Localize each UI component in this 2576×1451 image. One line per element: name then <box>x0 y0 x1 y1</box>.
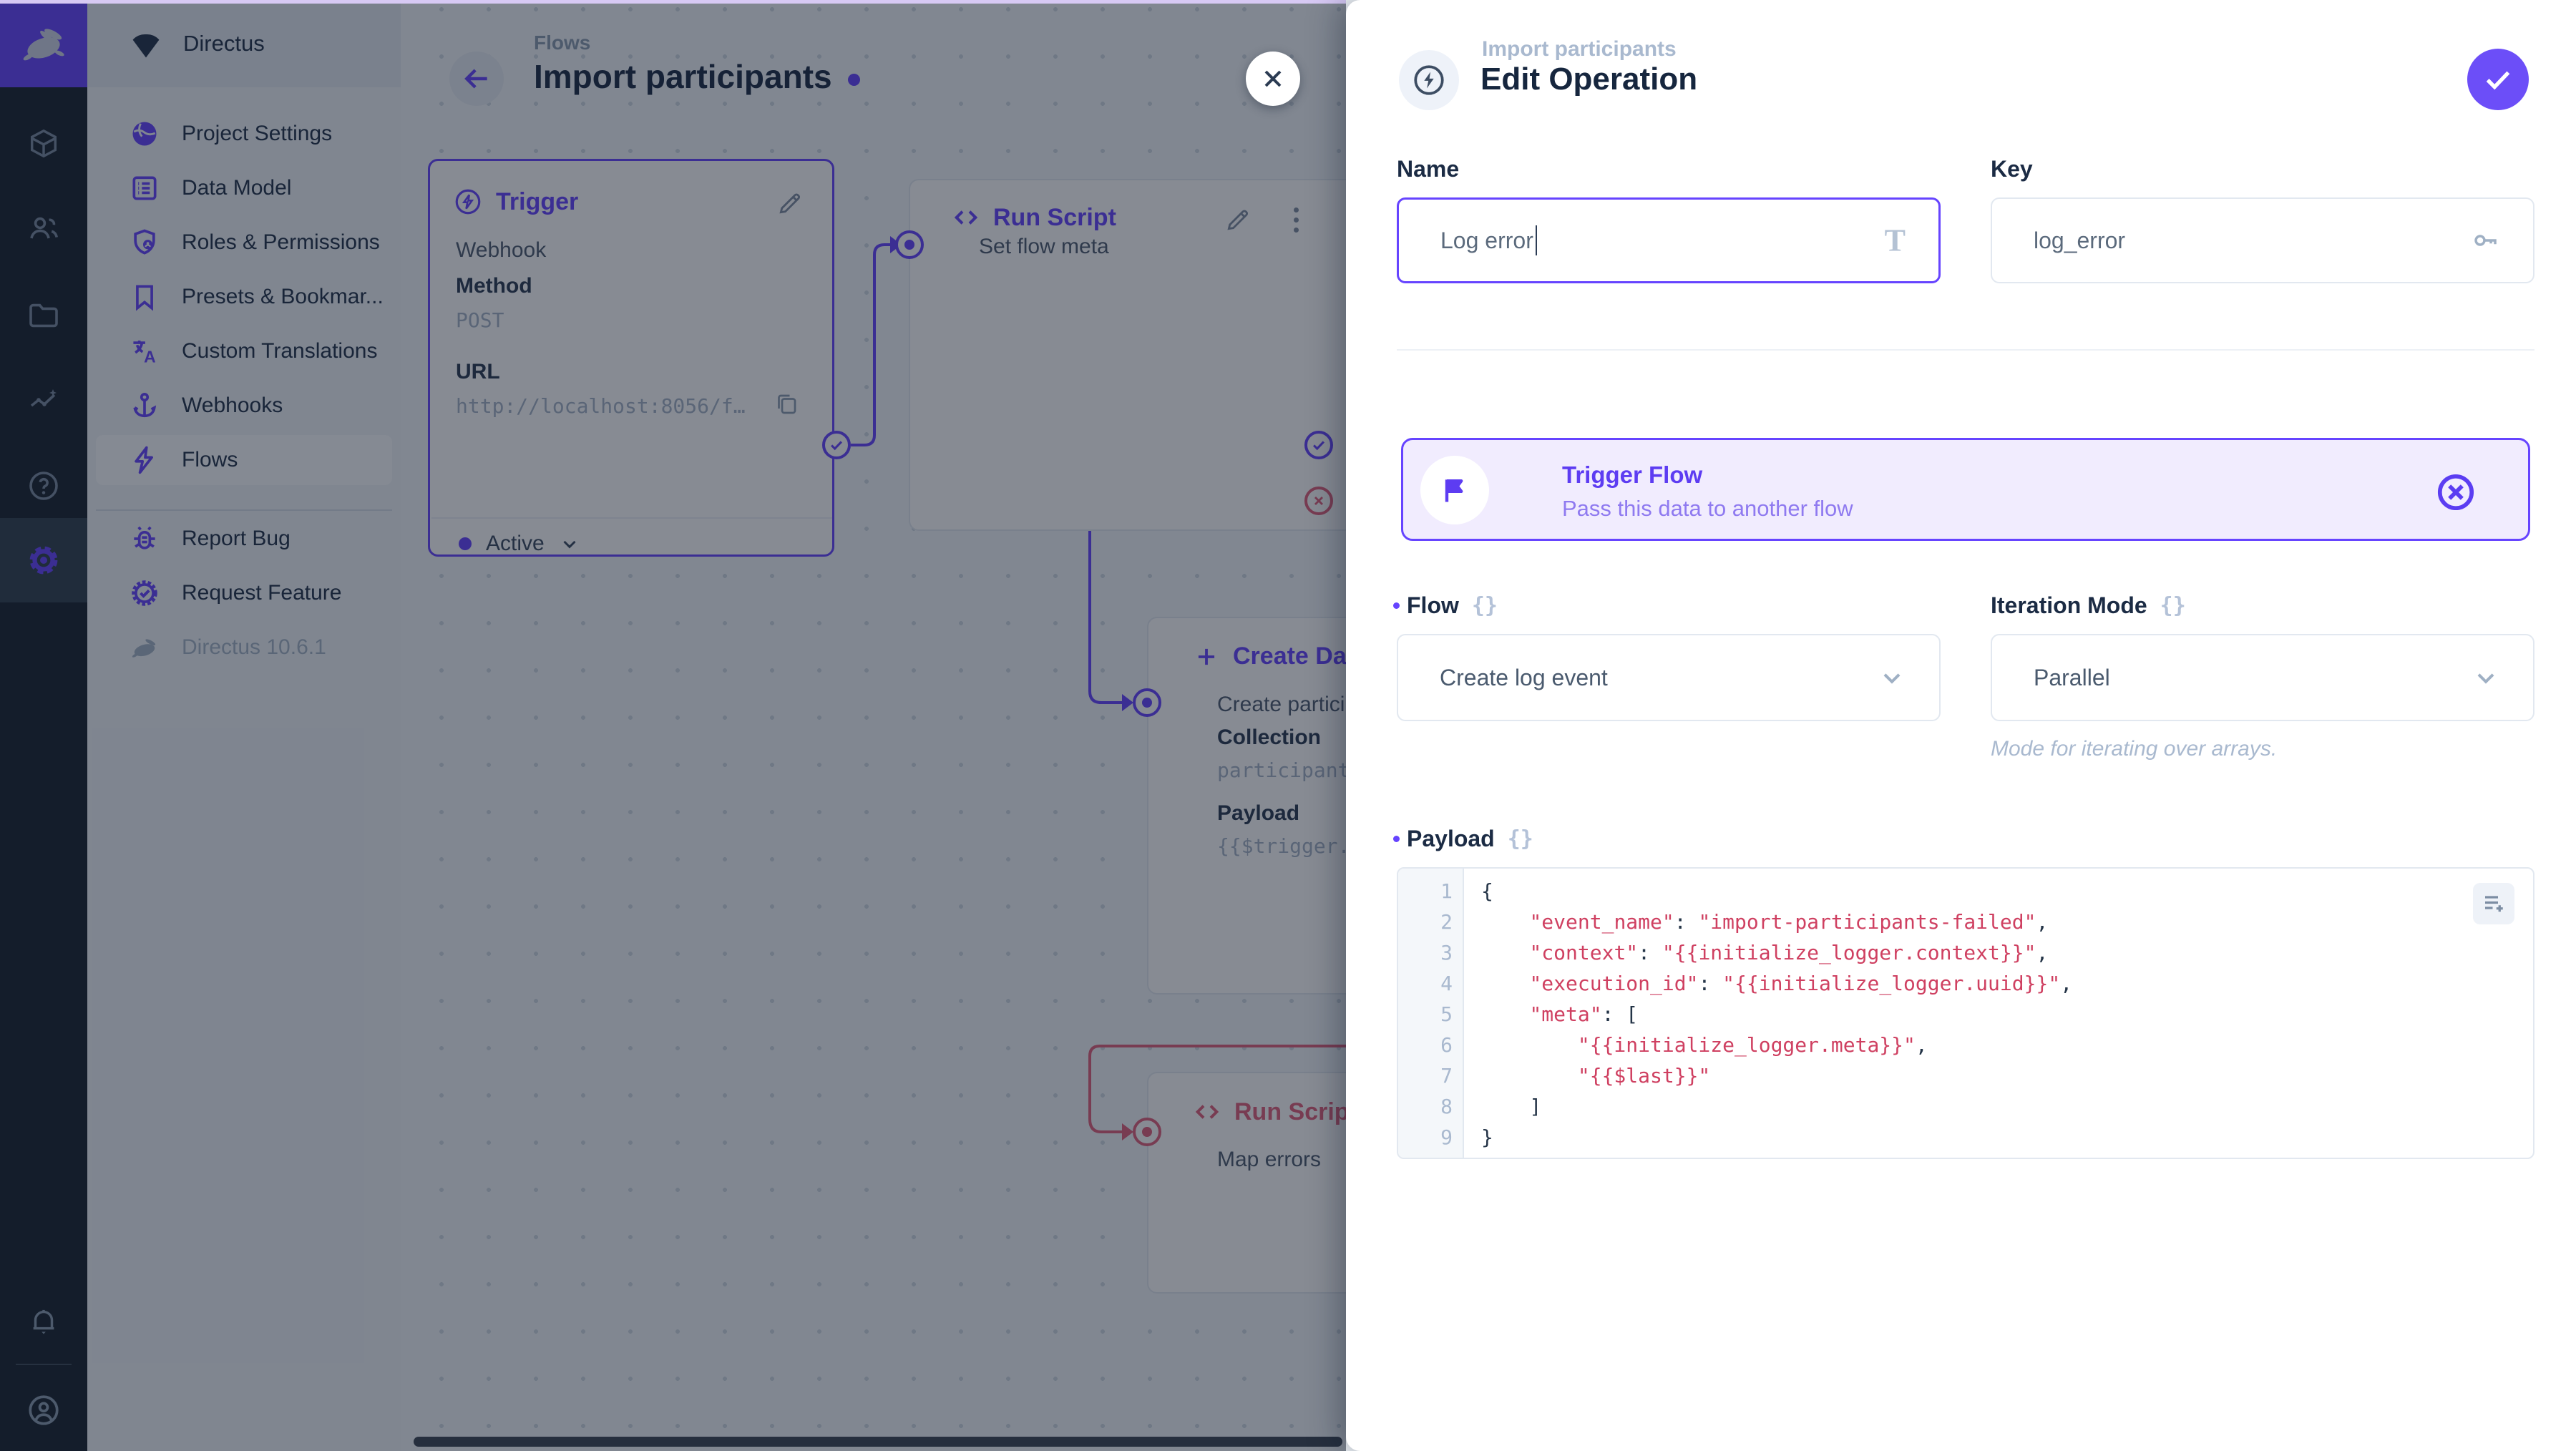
trigger-flow-title: Trigger Flow <box>1562 461 1703 488</box>
chevron-down-icon <box>1883 673 1901 684</box>
title-format-icon[interactable]: T <box>1884 223 1906 258</box>
chevron-down-icon <box>2477 673 2494 684</box>
list-plus-icon <box>2485 896 2503 912</box>
flag-icon <box>1445 479 1463 502</box>
name-label: Name <box>1397 156 1460 182</box>
code-content[interactable]: { "event_name": "import-participants-fai… <box>1481 879 2073 1149</box>
section-divider <box>1397 349 2534 351</box>
flow-label: Flow {} <box>1393 592 1498 619</box>
required-dot <box>1393 602 1400 609</box>
raw-value-icon[interactable]: {} <box>1471 593 1498 618</box>
iteration-mode-select[interactable]: Parallel <box>1991 634 2534 721</box>
drawer-overlay[interactable] <box>0 0 1346 1451</box>
remove-panel-icon[interactable] <box>2434 470 2478 514</box>
required-dot <box>1393 836 1400 842</box>
trigger-flow-card[interactable]: Trigger Flow Pass this data to another f… <box>1401 438 2530 541</box>
text-caret <box>1535 225 1538 255</box>
edit-operation-drawer: Import participants Edit Operation Name … <box>1346 0 2576 1451</box>
trigger-flow-subtitle: Pass this data to another flow <box>1562 496 1853 521</box>
close-flow-button[interactable] <box>1246 52 1300 106</box>
flag-badge <box>1420 456 1489 524</box>
key-input[interactable]: log_error <box>1991 197 2534 283</box>
close-icon <box>1264 70 1282 87</box>
check-icon <box>2486 71 2510 90</box>
key-label: Key <box>1991 156 2033 182</box>
flow-select[interactable]: Create log event <box>1397 634 1941 721</box>
payload-label: Payload {} <box>1393 826 1533 852</box>
name-input[interactable]: Log error T <box>1397 197 1941 283</box>
bolt-circle-icon <box>1414 65 1444 95</box>
iteration-mode-note: Mode for iterating over arrays. <box>1991 737 2278 761</box>
top-accent-strip <box>0 0 1346 4</box>
raw-value-icon[interactable]: {} <box>2160 593 2186 618</box>
key-icon <box>2474 235 2497 246</box>
save-button[interactable] <box>2467 49 2529 110</box>
drawer-title: Edit Operation <box>1480 62 1698 97</box>
operation-icon-button[interactable] <box>1399 50 1459 110</box>
insert-field-button[interactable] <box>2473 883 2514 924</box>
iteration-mode-label: Iteration Mode {} <box>1991 592 2186 618</box>
raw-value-icon[interactable]: {} <box>1507 826 1533 851</box>
drawer-breadcrumb[interactable]: Import participants <box>1482 37 1677 61</box>
